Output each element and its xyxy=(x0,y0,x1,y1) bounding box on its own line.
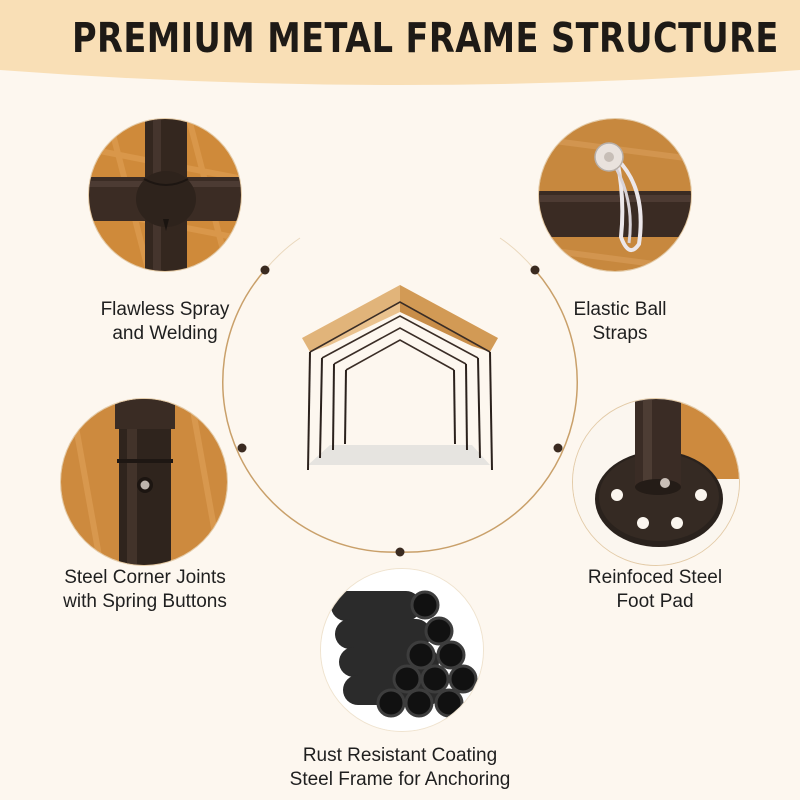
ball-strap-icon xyxy=(539,119,691,271)
feature-strap-label: Elastic Ball Straps xyxy=(573,299,667,344)
foot-pad-icon xyxy=(573,399,739,565)
feature-welding-image xyxy=(88,118,242,272)
feature-corner-joint-image xyxy=(60,398,228,566)
steel-tubes-icon xyxy=(321,569,483,731)
feature-corner-joint-label: Steel Corner Joints with Spring Buttons xyxy=(63,567,227,612)
connector-dot xyxy=(260,265,270,275)
feature-foot-pad-image xyxy=(572,398,740,566)
page-title: PREMIUM METAL FRAME STRUCTURE xyxy=(72,14,779,62)
carport-illustration-icon xyxy=(302,285,498,471)
feature-steel-frame-label: Rust Resistant Coating Steel Frame for A… xyxy=(289,745,511,790)
spring-button-icon xyxy=(61,399,227,565)
feature-steel-tubes-image xyxy=(320,568,484,732)
connector-dot xyxy=(553,443,563,453)
feature-foot-pad-label: Reinfoced Steel Foot Pad xyxy=(587,567,723,612)
welded-joint-icon xyxy=(89,119,241,271)
connector-dot xyxy=(237,443,247,453)
connector-dot xyxy=(530,265,540,275)
feature-welding-label: Flawless Spray and Welding xyxy=(100,299,230,344)
feature-strap-image xyxy=(538,118,692,272)
header-band: PREMIUM METAL FRAME STRUCTURE xyxy=(0,0,800,92)
connector-dot xyxy=(395,547,405,557)
